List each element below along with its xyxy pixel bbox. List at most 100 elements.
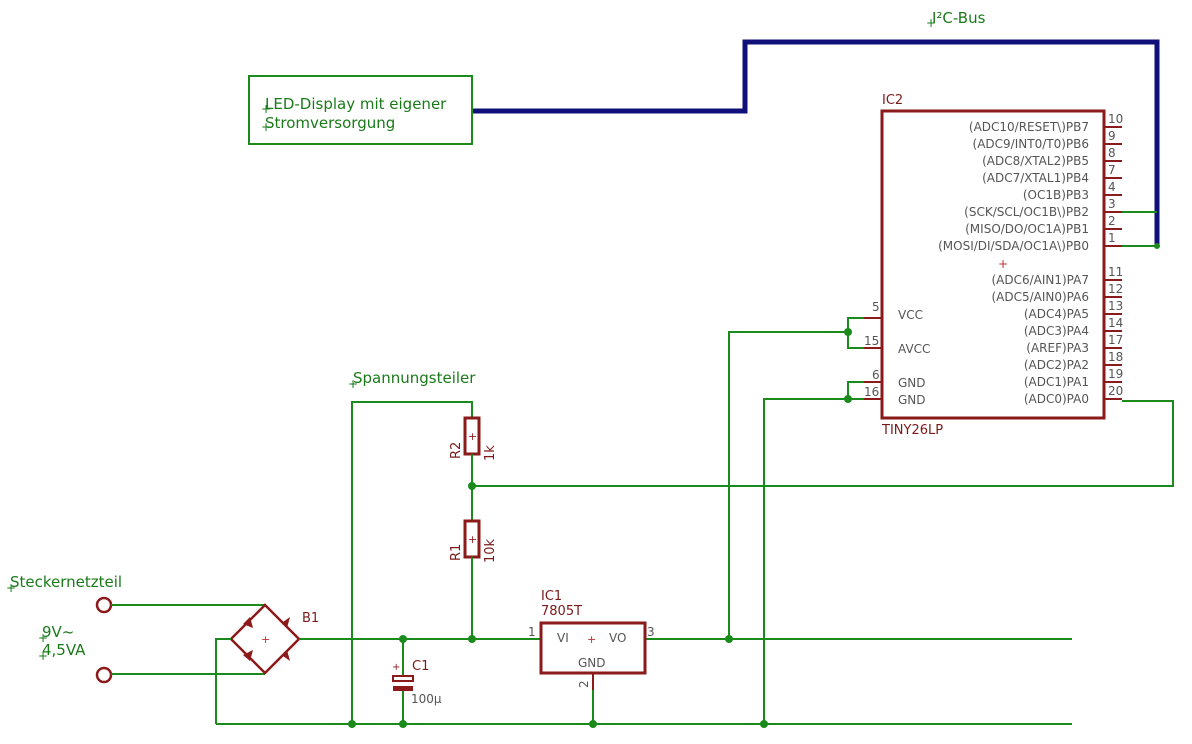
ic1-part: 7805T	[541, 604, 582, 619]
pin-label: (AREF)PA3	[1026, 341, 1089, 355]
ic1-vi: VI	[557, 631, 569, 645]
c1-plate-top	[392, 675, 414, 682]
pin-number: 6	[872, 368, 880, 382]
pin-label: (ADC9/INT0/T0)PB6	[973, 137, 1089, 151]
pin-label: (ADC0)PA0	[1024, 392, 1089, 406]
r1-value: 10k	[483, 538, 498, 563]
ic1-gnd: GND	[578, 656, 606, 670]
pin-label: (OC1B)PB3	[1023, 188, 1089, 202]
junction	[1154, 243, 1160, 249]
pin-number: 7	[1108, 163, 1116, 177]
svg-text:+: +	[998, 257, 1008, 271]
pin-number: 16	[864, 385, 879, 399]
ic1-vo: VO	[609, 631, 626, 645]
pin-number: 18	[1108, 350, 1123, 364]
ic1-pin2: 2	[577, 680, 591, 688]
ic2-right-pin-numbers: 10 9 8 7 4 3 2 1 11 12 13 14 17 18 19 20	[1108, 112, 1123, 398]
svg-text:+: +	[261, 120, 271, 134]
svg-text:+: +	[38, 631, 48, 645]
ic2-body	[880, 109, 1106, 420]
pin-label: AVCC	[898, 342, 930, 356]
pin-number: 8	[1108, 146, 1116, 160]
pin-label: (ADC8/XTAL2)PB5	[982, 154, 1089, 168]
led-display-box	[248, 75, 473, 145]
svg-text:+: +	[392, 662, 400, 673]
ic2-right-pins	[1104, 126, 1122, 400]
ic2-left-pins: VCC AVCC GND GND 5 15 6 16	[864, 300, 930, 407]
terminal-1	[95, 596, 113, 614]
pin-number: 9	[1108, 129, 1116, 143]
pin-label: (MISO/DO/OC1A)PB1	[965, 222, 1089, 236]
pin-number: 12	[1108, 282, 1123, 296]
pin-label: (ADC5/AIN0)PA6	[991, 290, 1089, 304]
r2-name: R2	[449, 442, 464, 459]
wire-bridge-neg	[215, 638, 231, 724]
pin-label: (ADC2)PA2	[1024, 358, 1089, 372]
b1-name: B1	[302, 611, 319, 626]
power-label: 4,5VA	[42, 641, 86, 659]
pin-number: 5	[872, 300, 880, 314]
r2-value: 1k	[483, 445, 498, 461]
svg-text:+: +	[38, 649, 48, 663]
pin-label: (ADC3)PA4	[1024, 324, 1089, 338]
pin-label: (ADC1)PA1	[1024, 375, 1089, 389]
led-display-label-line1: LED-Display mit eigener	[265, 95, 447, 113]
pin-number: 4	[1108, 180, 1116, 194]
ic2-right-pin-labels: (ADC10/RESET\)PB7 (ADC9/INT0/T0)PB6 (ADC…	[938, 120, 1089, 406]
svg-text:+: +	[587, 633, 596, 646]
pin-label: (SCK/SCL/OC1B\)PB2	[964, 205, 1089, 219]
steckernetzteil-label: Steckernetzteil	[10, 573, 122, 591]
i2c-bus-line	[472, 39, 1160, 247]
ic2-name: IC2	[882, 93, 903, 108]
ic1-pin3: 3	[647, 625, 655, 639]
terminal-2	[95, 666, 113, 684]
ic1-name: IC1	[541, 589, 562, 604]
pin-label: GND	[898, 376, 926, 390]
svg-text:+: +	[348, 377, 358, 391]
ic2-part: TINY26LP	[881, 423, 943, 438]
pin-number: 17	[1108, 333, 1123, 347]
ic1-pin1: 1	[528, 625, 536, 639]
pin-number: 10	[1108, 112, 1123, 126]
wire-gnd-supply	[763, 398, 848, 724]
pin-label: (ADC7/XTAL1)PB4	[982, 171, 1089, 185]
junction	[725, 635, 733, 643]
voltage-label: 9V~	[42, 623, 74, 641]
svg-text:+: +	[926, 16, 936, 30]
svg-text:+: +	[261, 633, 270, 646]
pin-number: 13	[1108, 299, 1123, 313]
pin-number: 15	[864, 334, 879, 348]
pin-number: 19	[1108, 367, 1123, 381]
svg-text:+: +	[468, 533, 477, 546]
pin-number: 14	[1108, 316, 1123, 330]
wire-gnd-ic2	[847, 381, 864, 400]
wire-divider-top	[351, 401, 473, 724]
pin-label: (ADC6/AIN1)PA7	[991, 273, 1089, 287]
wire-vcc-supply	[728, 331, 848, 639]
b1-bridge-rectifier: +	[229, 603, 301, 675]
pin-label: VCC	[898, 308, 923, 322]
pin-number: 3	[1108, 197, 1116, 211]
c1-value: 100µ	[411, 692, 442, 706]
pin-label: (ADC4)PA5	[1024, 307, 1089, 321]
wire-adc0	[472, 400, 1174, 487]
pin-number: 11	[1108, 265, 1123, 279]
pin-label: (ADC10/RESET\)PB7	[969, 120, 1089, 134]
pin-label: GND	[898, 393, 926, 407]
r1-name: R1	[449, 544, 464, 561]
spannungsteiler-label: Spannungsteiler	[353, 369, 476, 387]
led-display-label-line2: Stromversorgung	[265, 114, 395, 132]
pin-number: 1	[1108, 231, 1116, 245]
svg-text:+: +	[468, 430, 477, 443]
pin-number: 2	[1108, 214, 1116, 228]
svg-text:+: +	[261, 102, 271, 116]
pin-number: 20	[1108, 384, 1123, 398]
junction	[760, 720, 768, 728]
c1-plate-bottom	[393, 686, 413, 691]
c1-name: C1	[412, 659, 429, 674]
pin-label: (MOSI/DI/SDA/OC1A\)PB0	[938, 239, 1089, 253]
svg-text:+: +	[6, 581, 16, 595]
junction	[844, 395, 852, 403]
junction	[348, 720, 356, 728]
